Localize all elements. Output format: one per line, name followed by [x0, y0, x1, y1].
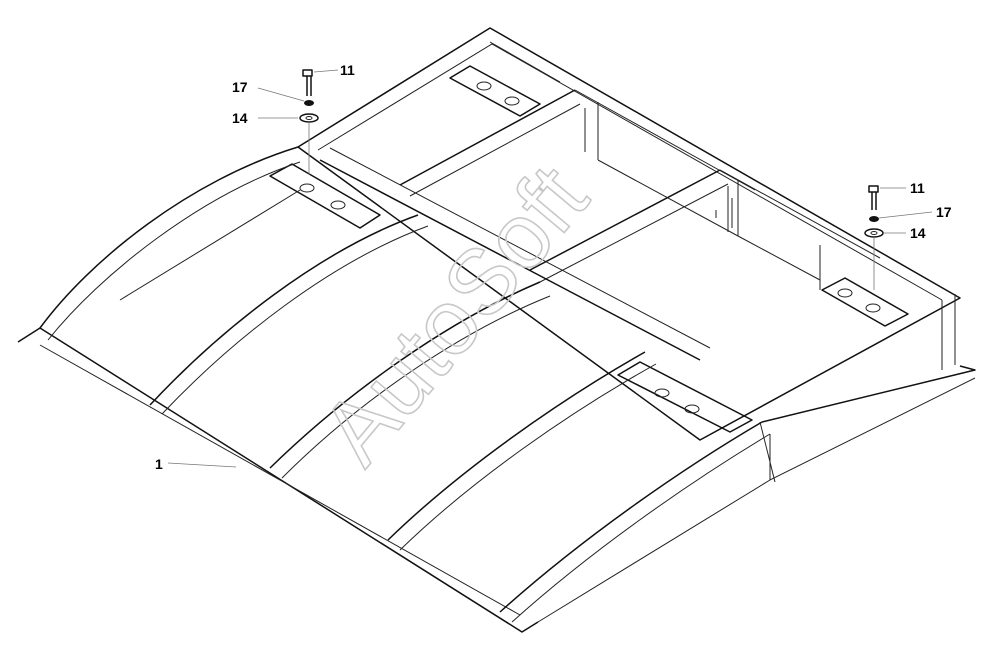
- left-fastener-stack: [299, 69, 319, 175]
- callout-frame-part: 1: [155, 456, 163, 472]
- callout-left-bolt: 11: [340, 62, 355, 78]
- rectangular-frame: [297, 27, 961, 441]
- callout-right-lockwasher: 17: [936, 204, 952, 220]
- callout-left-washer: 14: [232, 110, 248, 126]
- callout-right-bolt: 11: [910, 180, 925, 196]
- curved-roof-section: [17, 146, 976, 633]
- right-fastener-stack: [864, 185, 884, 290]
- leader-lines: [167, 69, 933, 468]
- mounting-plates: [269, 65, 909, 433]
- watermark-text: AutoSoft: [302, 147, 607, 483]
- lock-washer-icon: [304, 100, 314, 106]
- callout-right-washer: 14: [910, 225, 926, 241]
- lock-washer-icon: [869, 216, 879, 222]
- callout-left-lockwasher: 17: [232, 79, 248, 95]
